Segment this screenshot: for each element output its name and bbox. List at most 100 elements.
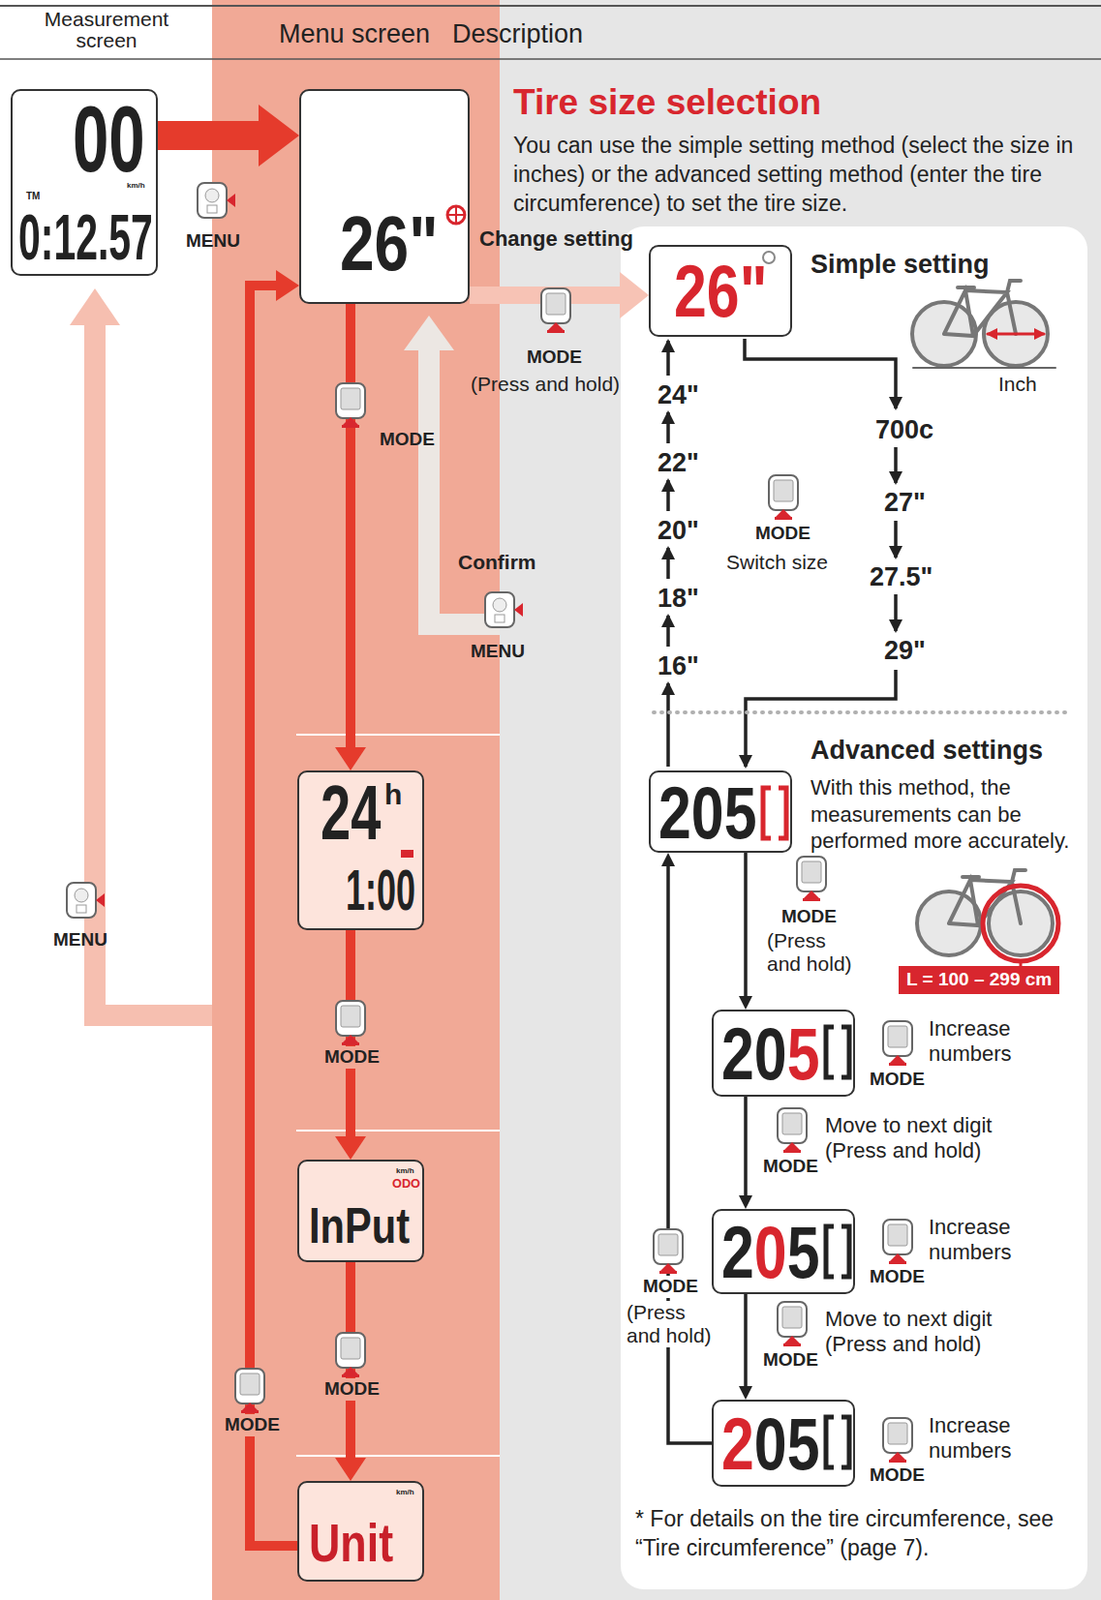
text-label: Inch <box>998 371 1038 397</box>
text-label: Description <box>452 18 583 50</box>
text-label: You can use the simple setting method (s… <box>513 131 1085 219</box>
button-icon <box>889 1452 906 1461</box>
flow-arrow <box>738 1294 753 1401</box>
button-icon <box>653 1229 683 1275</box>
size-cycle-arrow <box>668 338 896 767</box>
row-divider <box>296 734 500 1457</box>
lcd-screen: km/hODOInPut <box>297 1160 425 1263</box>
display-digit: 2 <box>721 1211 755 1294</box>
text-label: MODE <box>379 428 435 452</box>
text-label: 29" <box>884 635 926 667</box>
button-icon <box>336 383 366 429</box>
display-digit: 5 <box>787 1211 821 1294</box>
row-divider <box>296 1455 500 1458</box>
arrow-head <box>738 996 753 1010</box>
button-icon <box>336 1001 366 1037</box>
text-label: Menu screen <box>278 18 430 50</box>
button-icon <box>336 1333 366 1369</box>
text-label: Increase numbers <box>928 1215 1036 1267</box>
button-icon <box>889 1055 906 1064</box>
setting-panel <box>620 226 1088 1591</box>
text-label: (Press and hold) <box>624 1301 722 1348</box>
lcd-screen: 24h1:00 <box>297 770 425 931</box>
display-text: 205 <box>658 776 757 851</box>
display-text: km/h <box>396 1167 415 1176</box>
button-icon <box>883 1021 913 1067</box>
display-digit: 0 <box>754 1211 788 1294</box>
button-icon <box>782 1113 802 1135</box>
display-text: ODO <box>392 1178 421 1192</box>
display-digit: 5 <box>787 1012 821 1096</box>
button-icon <box>777 1302 807 1338</box>
button-icon <box>888 1261 907 1265</box>
button-icon <box>74 888 89 903</box>
size-cycle-arrow <box>666 480 671 512</box>
size-cycle-arrow <box>893 447 898 484</box>
lcd-screen: 00km/hTM0:12.57 <box>10 89 158 276</box>
bicycle <box>917 870 1059 967</box>
display-text: 26" <box>339 205 439 283</box>
button-icon <box>653 1229 683 1265</box>
arrow-line <box>743 853 748 997</box>
text-label: Simple setting <box>810 248 990 280</box>
display-text: 205 <box>721 1216 820 1290</box>
text-label: MENU <box>470 641 525 664</box>
button-icon <box>548 322 564 331</box>
button-icon <box>541 288 571 324</box>
lcd-symbol <box>447 206 465 224</box>
text-label: MENU <box>53 929 108 952</box>
bicycle <box>913 367 1056 369</box>
button-icon <box>342 1367 359 1376</box>
button-icon <box>768 475 798 520</box>
arrow-line <box>743 1097 748 1196</box>
button-icon <box>658 1234 678 1256</box>
text-label: MODE <box>869 1069 925 1092</box>
text-label: MODE <box>869 1266 925 1289</box>
button-icon <box>342 1035 359 1043</box>
text-label: Move to next digit (Press and hold) <box>825 1307 1034 1359</box>
size-cycle-arrow <box>666 683 671 767</box>
button-icon <box>883 1418 913 1454</box>
button-icon <box>883 1418 913 1464</box>
display-text: 24 <box>320 774 381 853</box>
button-icon <box>514 603 523 617</box>
display-text: TM <box>26 191 40 202</box>
text-label: MODE <box>222 1414 282 1438</box>
arrow-line <box>668 866 712 1444</box>
arrow-head <box>335 747 367 771</box>
button-icon <box>336 383 366 419</box>
flow-arrow <box>335 304 367 771</box>
button-icon <box>888 1063 907 1067</box>
text-label: MODE <box>755 522 811 546</box>
display-text: 26" <box>673 254 767 329</box>
lcd-screen: km/hUnit <box>297 1481 425 1583</box>
row-divider <box>296 1130 500 1132</box>
button-icon <box>883 1021 913 1057</box>
arrow-head <box>275 270 300 302</box>
bicycle <box>912 280 1056 368</box>
lcd-symbol <box>763 788 787 839</box>
display-text: km/h <box>126 182 146 190</box>
row-divider <box>296 734 500 736</box>
text-label: 20" <box>657 515 700 547</box>
text-label: With this method, the measurements can b… <box>810 774 1087 856</box>
flow-arrow <box>738 853 753 1010</box>
lcd-screen: 26" <box>299 89 470 305</box>
button-icon <box>777 1302 807 1347</box>
button-icon <box>340 388 361 410</box>
lcd-screen: 205 <box>648 770 793 854</box>
button-icon <box>796 856 826 892</box>
text-label: MODE <box>322 1378 382 1402</box>
text-label: Increase numbers <box>928 1413 1036 1466</box>
button-icon <box>546 293 566 315</box>
button-icon <box>207 205 217 214</box>
text-label: Advanced settings <box>810 734 1043 766</box>
button-icon <box>485 592 515 628</box>
lcd-screen: 205 <box>711 1400 856 1488</box>
button-icon <box>784 1142 800 1151</box>
button-icon <box>76 905 87 914</box>
text-label: (Press and hold) <box>766 929 864 977</box>
arrow-head <box>335 1458 367 1482</box>
button-icon <box>541 288 571 334</box>
button-icon <box>66 883 105 918</box>
